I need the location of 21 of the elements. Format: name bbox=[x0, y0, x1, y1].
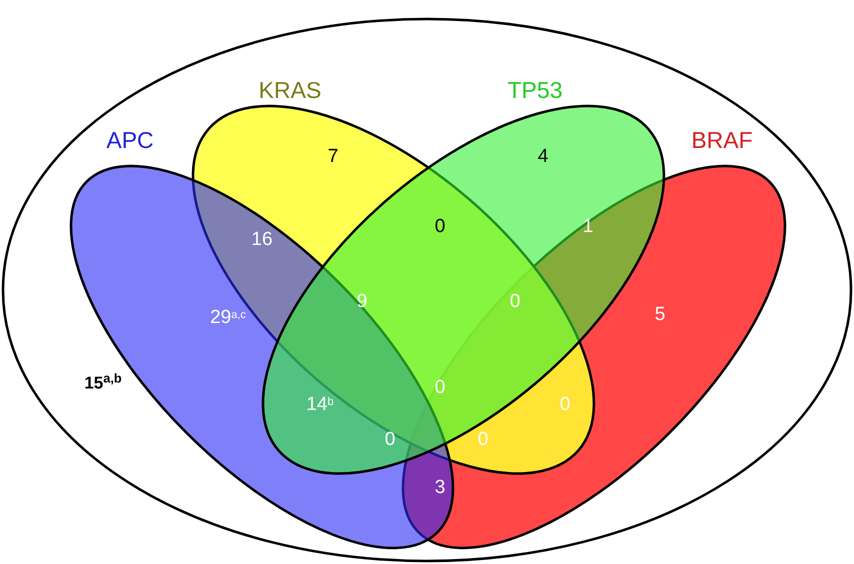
region-count: 0 bbox=[384, 428, 396, 452]
region-count: 15$^{a,b}$ bbox=[84, 370, 122, 394]
region-count: 14$^{b}$ bbox=[306, 392, 334, 417]
region-count: 9 bbox=[356, 290, 368, 314]
region-count: 0 bbox=[434, 214, 446, 239]
region-count: 29$^{a,c}$ bbox=[210, 306, 246, 330]
set-label: KRAS bbox=[258, 76, 322, 105]
region-count: 0 bbox=[510, 290, 520, 314]
set-label: APC bbox=[106, 126, 154, 155]
region-count: 0 bbox=[434, 376, 446, 400]
region-count: 7 bbox=[328, 144, 338, 169]
region-count: 5 bbox=[654, 302, 666, 327]
region-count: 1 bbox=[582, 214, 594, 239]
region-count: 4 bbox=[538, 144, 548, 169]
set-label: TP53 bbox=[508, 76, 562, 105]
region-count: 0 bbox=[478, 428, 488, 452]
region-count: 16 bbox=[251, 228, 273, 252]
region-count: 3 bbox=[434, 476, 446, 500]
region-count: 0 bbox=[560, 392, 570, 417]
set-ellipse bbox=[1, 17, 853, 563]
set-label: BRAF bbox=[691, 126, 753, 155]
